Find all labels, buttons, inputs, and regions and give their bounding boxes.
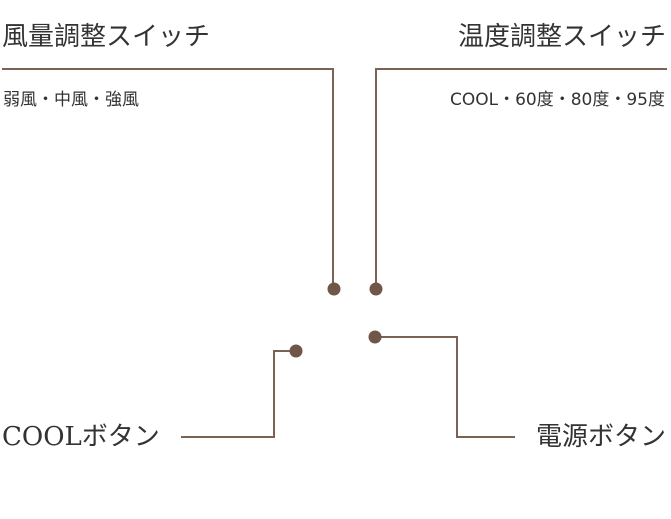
temp-switch-dot — [369, 282, 383, 296]
fan-switch-dot — [327, 282, 341, 296]
fan-switch-options: 弱風・中風・強風 — [3, 90, 139, 110]
power-button-leader-line — [375, 336, 515, 438]
temp-switch-options: COOL・60度・80度・95度 — [450, 90, 665, 110]
power-button-dot — [368, 330, 382, 344]
fan-switch-leader-line — [2, 68, 334, 289]
cool-button-leader-line — [181, 350, 296, 438]
temp-switch-title: 温度調整スイッチ — [457, 22, 666, 52]
power-button-label: 電源ボタン — [535, 422, 666, 452]
cool-button-dot — [289, 344, 303, 358]
cool-button-label: COOLボタン — [2, 422, 160, 452]
temp-switch-leader-line — [375, 68, 667, 289]
fan-switch-title: 風量調整スイッチ — [2, 22, 211, 52]
